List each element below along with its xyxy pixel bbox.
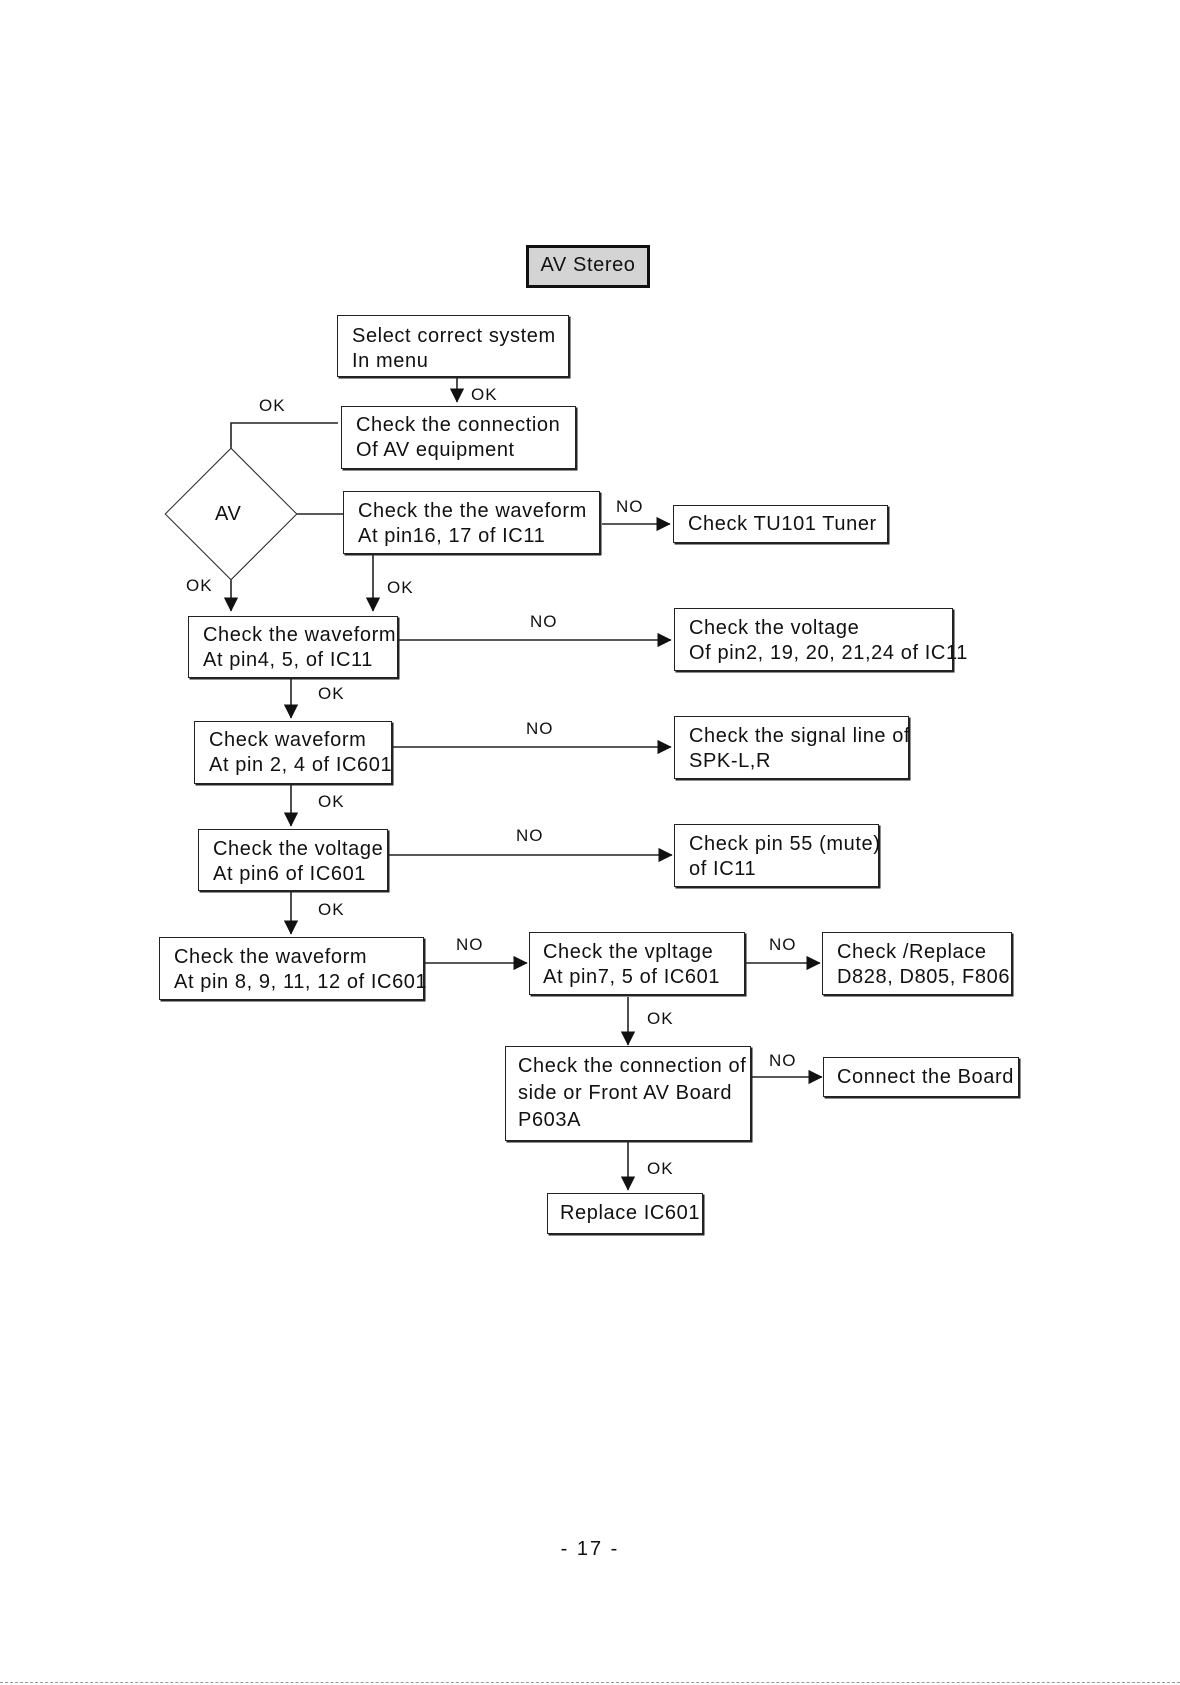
edge-label-ok: OK — [318, 900, 345, 919]
node-line: D828, D805, F806 — [837, 966, 1011, 988]
page-number: - 17 - — [560, 1538, 620, 1560]
edge-label-no: NO — [769, 1051, 797, 1070]
node-line: SPK-L,R — [689, 750, 772, 772]
edge-label-ok: OK — [387, 578, 414, 597]
edge-label-no: NO — [516, 826, 544, 845]
node-check-replace-d828: Check /Replace D828, D805, F806 — [822, 932, 1012, 995]
edge-label-ok: OK — [647, 1009, 674, 1028]
node-line: At pin 8, 9, 11, 12 of IC601 — [174, 971, 428, 993]
node-check-waveform-pin4: Check the waveform At pin4, 5, of IC11 — [188, 616, 398, 678]
edge-label-no: NO — [526, 719, 554, 738]
node-line: Check the connection of — [518, 1055, 747, 1077]
flowchart-title: AV Stereo — [526, 245, 650, 288]
node-check-voltage-pin6: Check the voltage At pin6 of IC601 — [198, 829, 388, 891]
edge-label-ok: OK — [318, 792, 345, 811]
edge-label-ok: OK — [259, 396, 286, 415]
decision-av-label: AV — [215, 503, 242, 525]
node-line: At pin6 of IC601 — [213, 863, 367, 885]
node-line: side or Front AV Board — [518, 1082, 733, 1104]
edge-label-no: NO — [530, 612, 558, 631]
node-check-pin55: Check pin 55 (mute) of IC11 — [674, 824, 881, 887]
node-check-vpltage-pin7: Check the vpltage At pin7, 5 of IC601 — [529, 932, 745, 995]
node-line: At pin7, 5 of IC601 — [543, 966, 721, 988]
node-line: Check pin 55 (mute) — [689, 833, 881, 855]
node-line: Check /Replace — [837, 941, 987, 963]
node-select-system: Select correct system In menu — [337, 315, 569, 377]
node-line: Replace IC601 — [560, 1202, 701, 1224]
node-check-tu101: Check TU101 Tuner — [673, 505, 888, 543]
node-line: Check waveform — [209, 729, 367, 751]
node-line: Check the the waveform — [358, 500, 587, 522]
node-line: Of pin2, 19, 20, 21,24 of IC11 — [689, 642, 968, 664]
node-check-voltage-pin2: Check the voltage Of pin2, 19, 20, 21,24… — [674, 608, 968, 671]
node-line: Check the waveform — [174, 946, 368, 968]
node-check-waveform-pin16: Check the the waveform At pin16, 17 of I… — [343, 491, 600, 554]
node-line: Check the voltage — [213, 838, 384, 860]
node-check-connection-av: Check the connection Of AV equipment — [341, 406, 576, 469]
node-line: Check the waveform — [203, 624, 397, 646]
node-line: Check the connection — [356, 414, 561, 436]
node-check-waveform-ic601: Check waveform At pin 2, 4 of IC601 — [194, 721, 392, 784]
edge-label-no: NO — [456, 935, 484, 954]
node-line: P603A — [518, 1109, 582, 1131]
edge-label-ok: OK — [318, 684, 345, 703]
edge-label-ok: OK — [186, 576, 213, 595]
edge-label-ok: OK — [647, 1159, 674, 1178]
edge-connection-to-av — [230, 422, 338, 448]
node-line: At pin16, 17 of IC11 — [358, 525, 546, 547]
node-check-signal-line: Check the signal line of SPK-L,R — [674, 716, 911, 779]
edge-label-ok: OK — [471, 385, 498, 404]
node-line: Select correct system — [352, 325, 556, 347]
page-bottom-divider — [0, 1682, 1180, 1683]
node-line: Check the signal line of — [689, 725, 911, 747]
node-line: At pin4, 5, of IC11 — [203, 649, 374, 671]
node-connect-board: Connect the Board — [823, 1057, 1019, 1097]
node-line: Connect the Board — [837, 1066, 1014, 1088]
node-line: Check TU101 Tuner — [688, 513, 877, 535]
node-line: In menu — [352, 350, 429, 372]
node-line: Check the vpltage — [543, 941, 714, 963]
node-check-waveform-pin8: Check the waveform At pin 8, 9, 11, 12 o… — [159, 937, 428, 1000]
node-replace-ic601: Replace IC601 — [547, 1193, 703, 1234]
node-line: Of AV equipment — [356, 439, 515, 461]
node-line: At pin 2, 4 of IC601 — [209, 754, 393, 776]
edge-label-no: NO — [769, 935, 797, 954]
node-line: of IC11 — [689, 858, 757, 880]
node-line: Check the voltage — [689, 617, 860, 639]
edge-label-no: NO — [616, 497, 644, 516]
node-check-connection-side: Check the connection of side or Front AV… — [505, 1046, 751, 1141]
